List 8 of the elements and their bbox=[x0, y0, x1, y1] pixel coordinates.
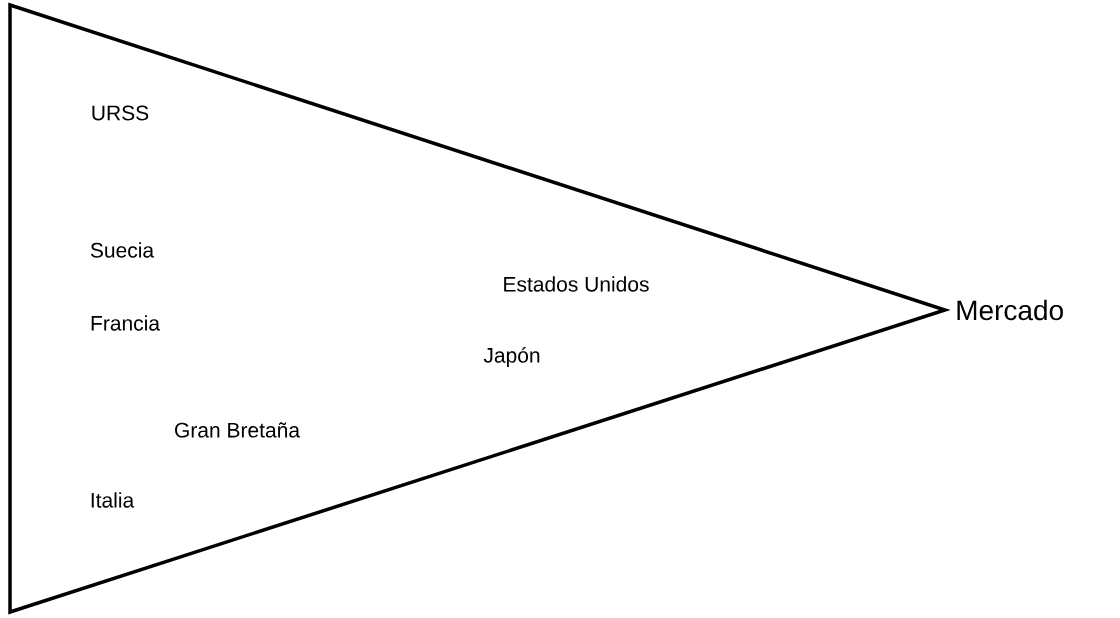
market-label: Mercado bbox=[957, 299, 1063, 321]
country-label: Gran Bretaña bbox=[175, 422, 300, 438]
country-label: Suecia bbox=[90, 242, 155, 258]
country-label: Italia bbox=[91, 492, 135, 508]
country-label: URSS bbox=[92, 105, 149, 121]
country-label: Francia bbox=[91, 315, 160, 331]
country-label: Estados Unidos bbox=[504, 276, 649, 292]
country-label: Japón bbox=[483, 347, 540, 367]
